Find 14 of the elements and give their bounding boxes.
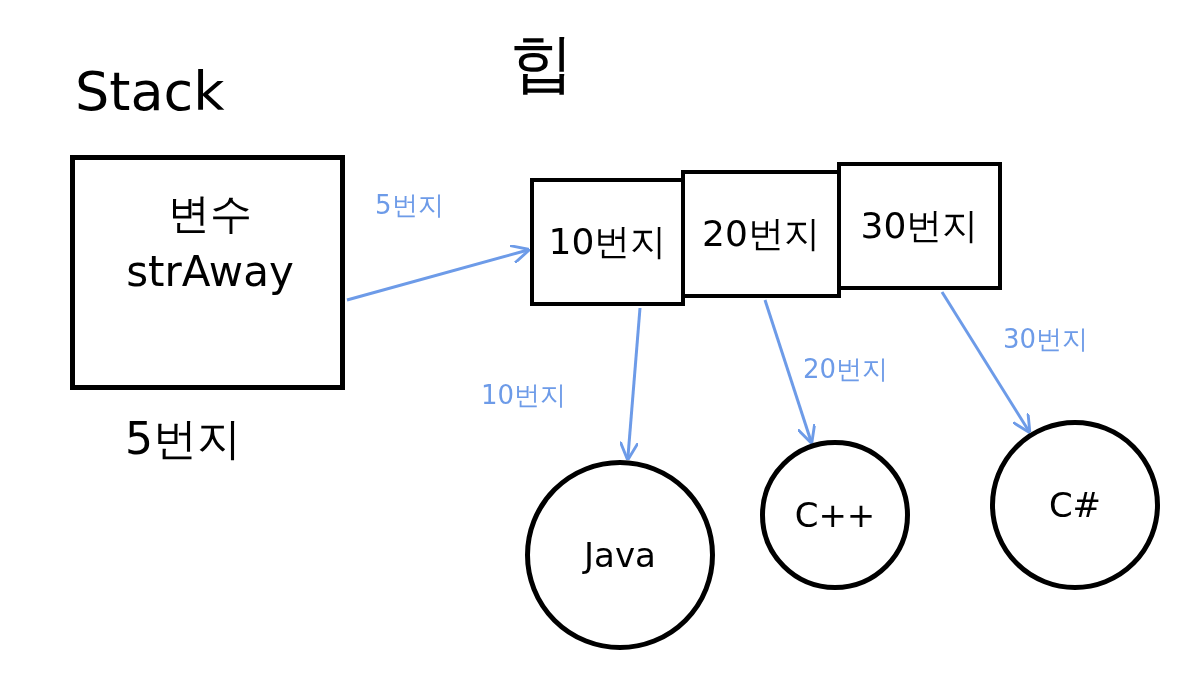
arrow — [763, 299, 817, 445]
language-circle: C# — [990, 420, 1160, 590]
arrow — [618, 307, 642, 462]
language-circle: Java — [525, 460, 715, 650]
address-label: 5번지 — [125, 412, 241, 466]
arrow — [940, 291, 1032, 435]
memory-cell: 30번지 — [837, 162, 1002, 290]
stack-heading: Stack — [75, 60, 225, 123]
memory-cell: 10번지 — [530, 178, 685, 306]
arrow — [346, 244, 532, 302]
heap-heading: 힙 — [510, 25, 574, 102]
language-circle: C++ — [760, 440, 910, 590]
variable-text: 변수 strAway — [125, 188, 295, 298]
memory-cell: 20번지 — [681, 170, 841, 298]
